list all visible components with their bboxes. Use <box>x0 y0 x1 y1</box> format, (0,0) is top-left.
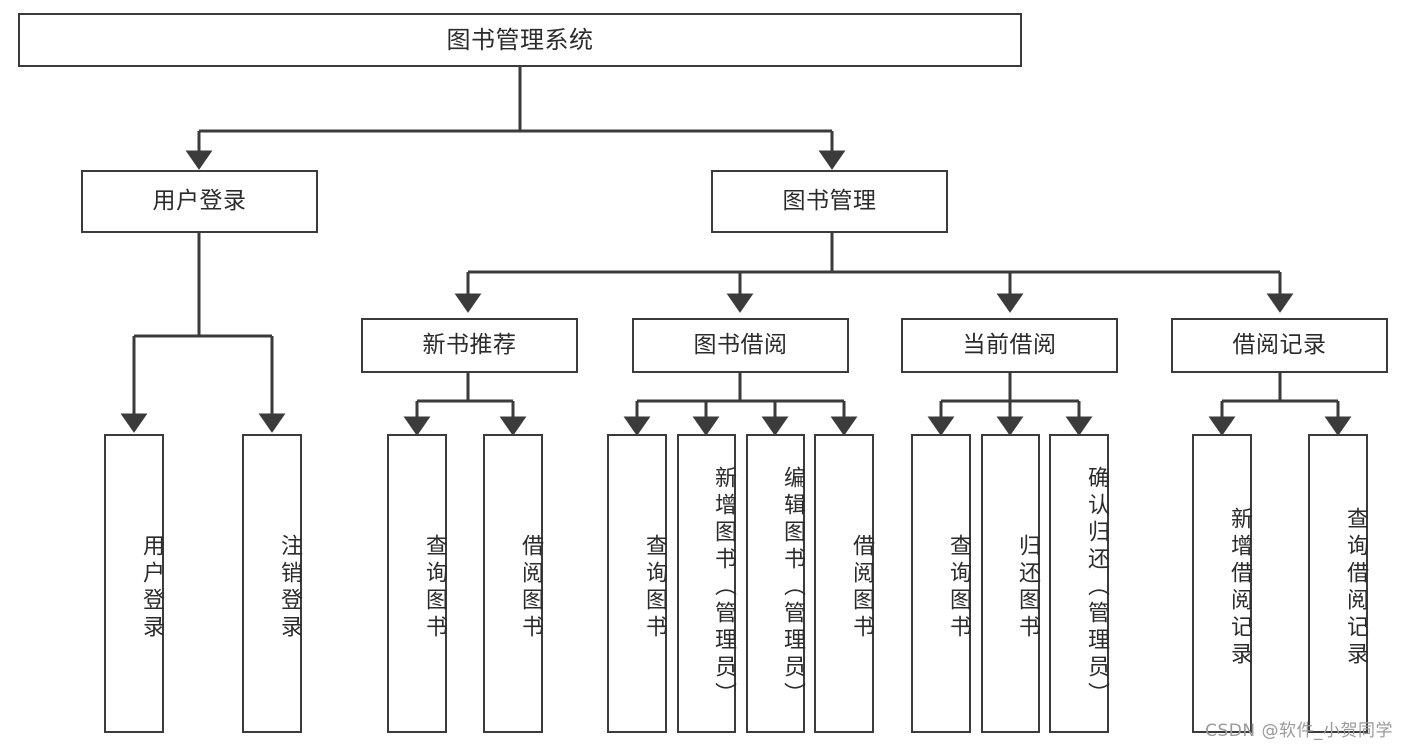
node-book-borrowing[interactable]: 图书借阅 <box>632 318 849 373</box>
leaf-query-books-current[interactable]: 查询图书 <box>911 434 971 733</box>
node-label: 用户登录 <box>139 533 164 642</box>
leaf-query-borrow-record[interactable]: 查询借阅记录 <box>1308 434 1368 733</box>
node-label: 借阅图书 <box>518 533 543 642</box>
leaf-borrow-books-new-recommend[interactable]: 借阅图书 <box>483 434 543 733</box>
node-label: 借阅图书 <box>849 533 874 642</box>
node-label: 新增图书（管理员） <box>711 466 736 709</box>
leaf-confirm-return-admin[interactable]: 确认归还（管理员） <box>1049 434 1109 733</box>
leaf-query-books-borrow[interactable]: 查询图书 <box>607 434 667 733</box>
node-label: 查询图书 <box>946 533 971 642</box>
node-label: 查询图书 <box>422 533 447 642</box>
leaf-query-books-new-recommend[interactable]: 查询图书 <box>387 434 447 733</box>
node-book-management[interactable]: 图书管理 <box>711 170 948 233</box>
leaf-user-login[interactable]: 用户登录 <box>104 434 164 733</box>
node-label: 注销登录 <box>277 533 302 642</box>
node-borrowing-record[interactable]: 借阅记录 <box>1171 318 1388 373</box>
node-label: 查询图书 <box>642 533 667 642</box>
leaf-add-borrow-record[interactable]: 新增借阅记录 <box>1192 434 1252 733</box>
leaf-edit-book-admin[interactable]: 编辑图书（管理员） <box>746 434 805 733</box>
node-label: 编辑图书（管理员） <box>780 466 805 709</box>
node-label: 借阅记录 <box>1232 331 1327 358</box>
leaf-return-books[interactable]: 归还图书 <box>981 434 1040 733</box>
node-new-book-recommendation[interactable]: 新书推荐 <box>361 318 578 373</box>
node-label: 图书借阅 <box>693 331 788 358</box>
csdn-watermark: CSDN @软件_小贺同学 <box>1205 721 1393 741</box>
leaf-borrow-books[interactable]: 借阅图书 <box>814 434 874 733</box>
node-root-library-management-system[interactable]: 图书管理系统 <box>18 13 1022 67</box>
node-label: 用户登录 <box>152 187 247 214</box>
node-current-borrowing[interactable]: 当前借阅 <box>901 318 1118 373</box>
node-label: 新书推荐 <box>422 331 517 358</box>
node-label: 查询借阅记录 <box>1343 506 1368 669</box>
node-label: 图书管理系统 <box>446 25 594 54</box>
node-label: 新增借阅记录 <box>1227 506 1252 669</box>
node-label: 归还图书 <box>1015 533 1040 642</box>
node-label: 图书管理 <box>782 187 877 214</box>
leaf-logout-login[interactable]: 注销登录 <box>242 434 302 733</box>
node-user-login[interactable]: 用户登录 <box>81 170 318 233</box>
node-label: 当前借阅 <box>962 331 1057 358</box>
node-label: 确认归还（管理员） <box>1084 466 1109 709</box>
leaf-add-book-admin[interactable]: 新增图书（管理员） <box>677 434 736 733</box>
